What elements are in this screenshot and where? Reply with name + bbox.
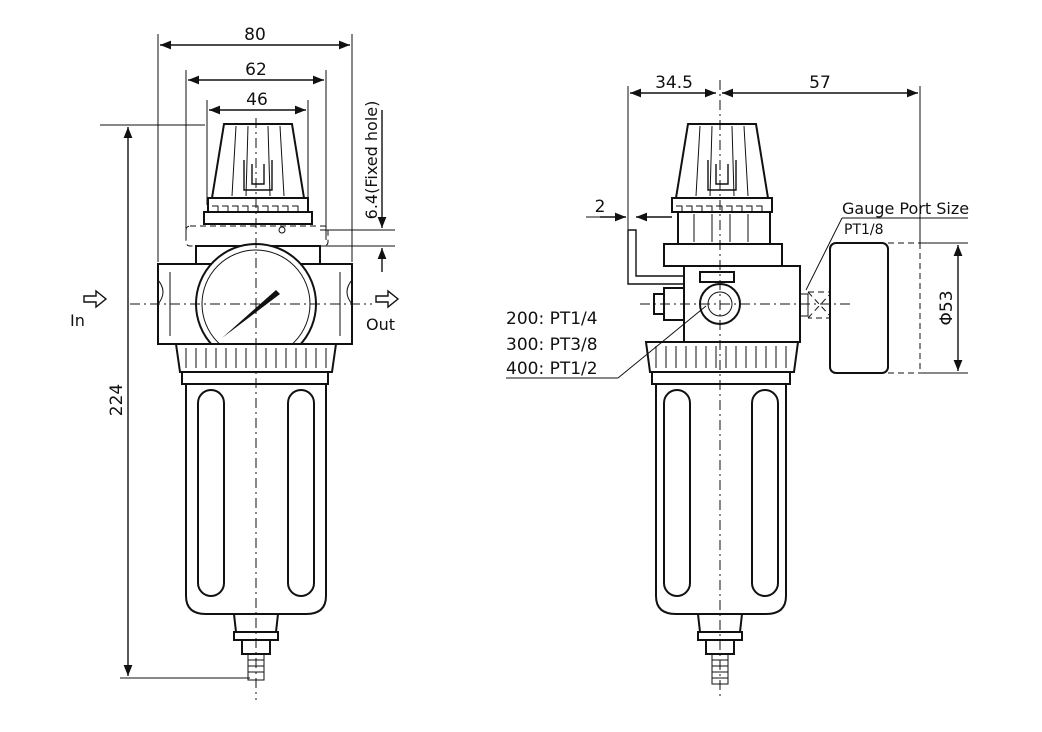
port-size-300: 300: PT3/8	[506, 335, 598, 355]
dim-62: 62	[245, 60, 267, 80]
outlet-label: Out	[366, 315, 395, 334]
gauge-diameter: Φ53	[937, 290, 957, 325]
fixed-hole-label: 6.4(Fixed hole)	[362, 101, 381, 220]
port-size-200: 200: PT1/4	[506, 309, 598, 329]
gauge-port-title: Gauge Port Size	[842, 199, 969, 218]
gauge-needle	[222, 290, 280, 338]
adjusting-knob	[210, 123, 306, 199]
dim-34-5: 34.5	[655, 73, 693, 93]
inlet-label: In	[70, 311, 85, 330]
side-adjusting-knob	[674, 123, 770, 199]
dim-224: 224	[107, 384, 127, 416]
port-size-400: 400: PT1/2	[506, 359, 598, 379]
gauge-port-value: PT1/8	[844, 222, 884, 238]
side-view: 34.5 57 2	[506, 73, 969, 700]
dim-57: 57	[809, 73, 831, 93]
dim-46: 46	[246, 90, 268, 110]
front-view: 80 62 46 224 6.4(Fixed hole)	[70, 25, 400, 700]
outlet-arrow-icon	[375, 289, 400, 309]
inlet-arrow-icon	[83, 289, 108, 309]
dim-80: 80	[244, 25, 266, 45]
side-pressure-gauge	[829, 242, 889, 374]
dim-2: 2	[595, 197, 606, 217]
